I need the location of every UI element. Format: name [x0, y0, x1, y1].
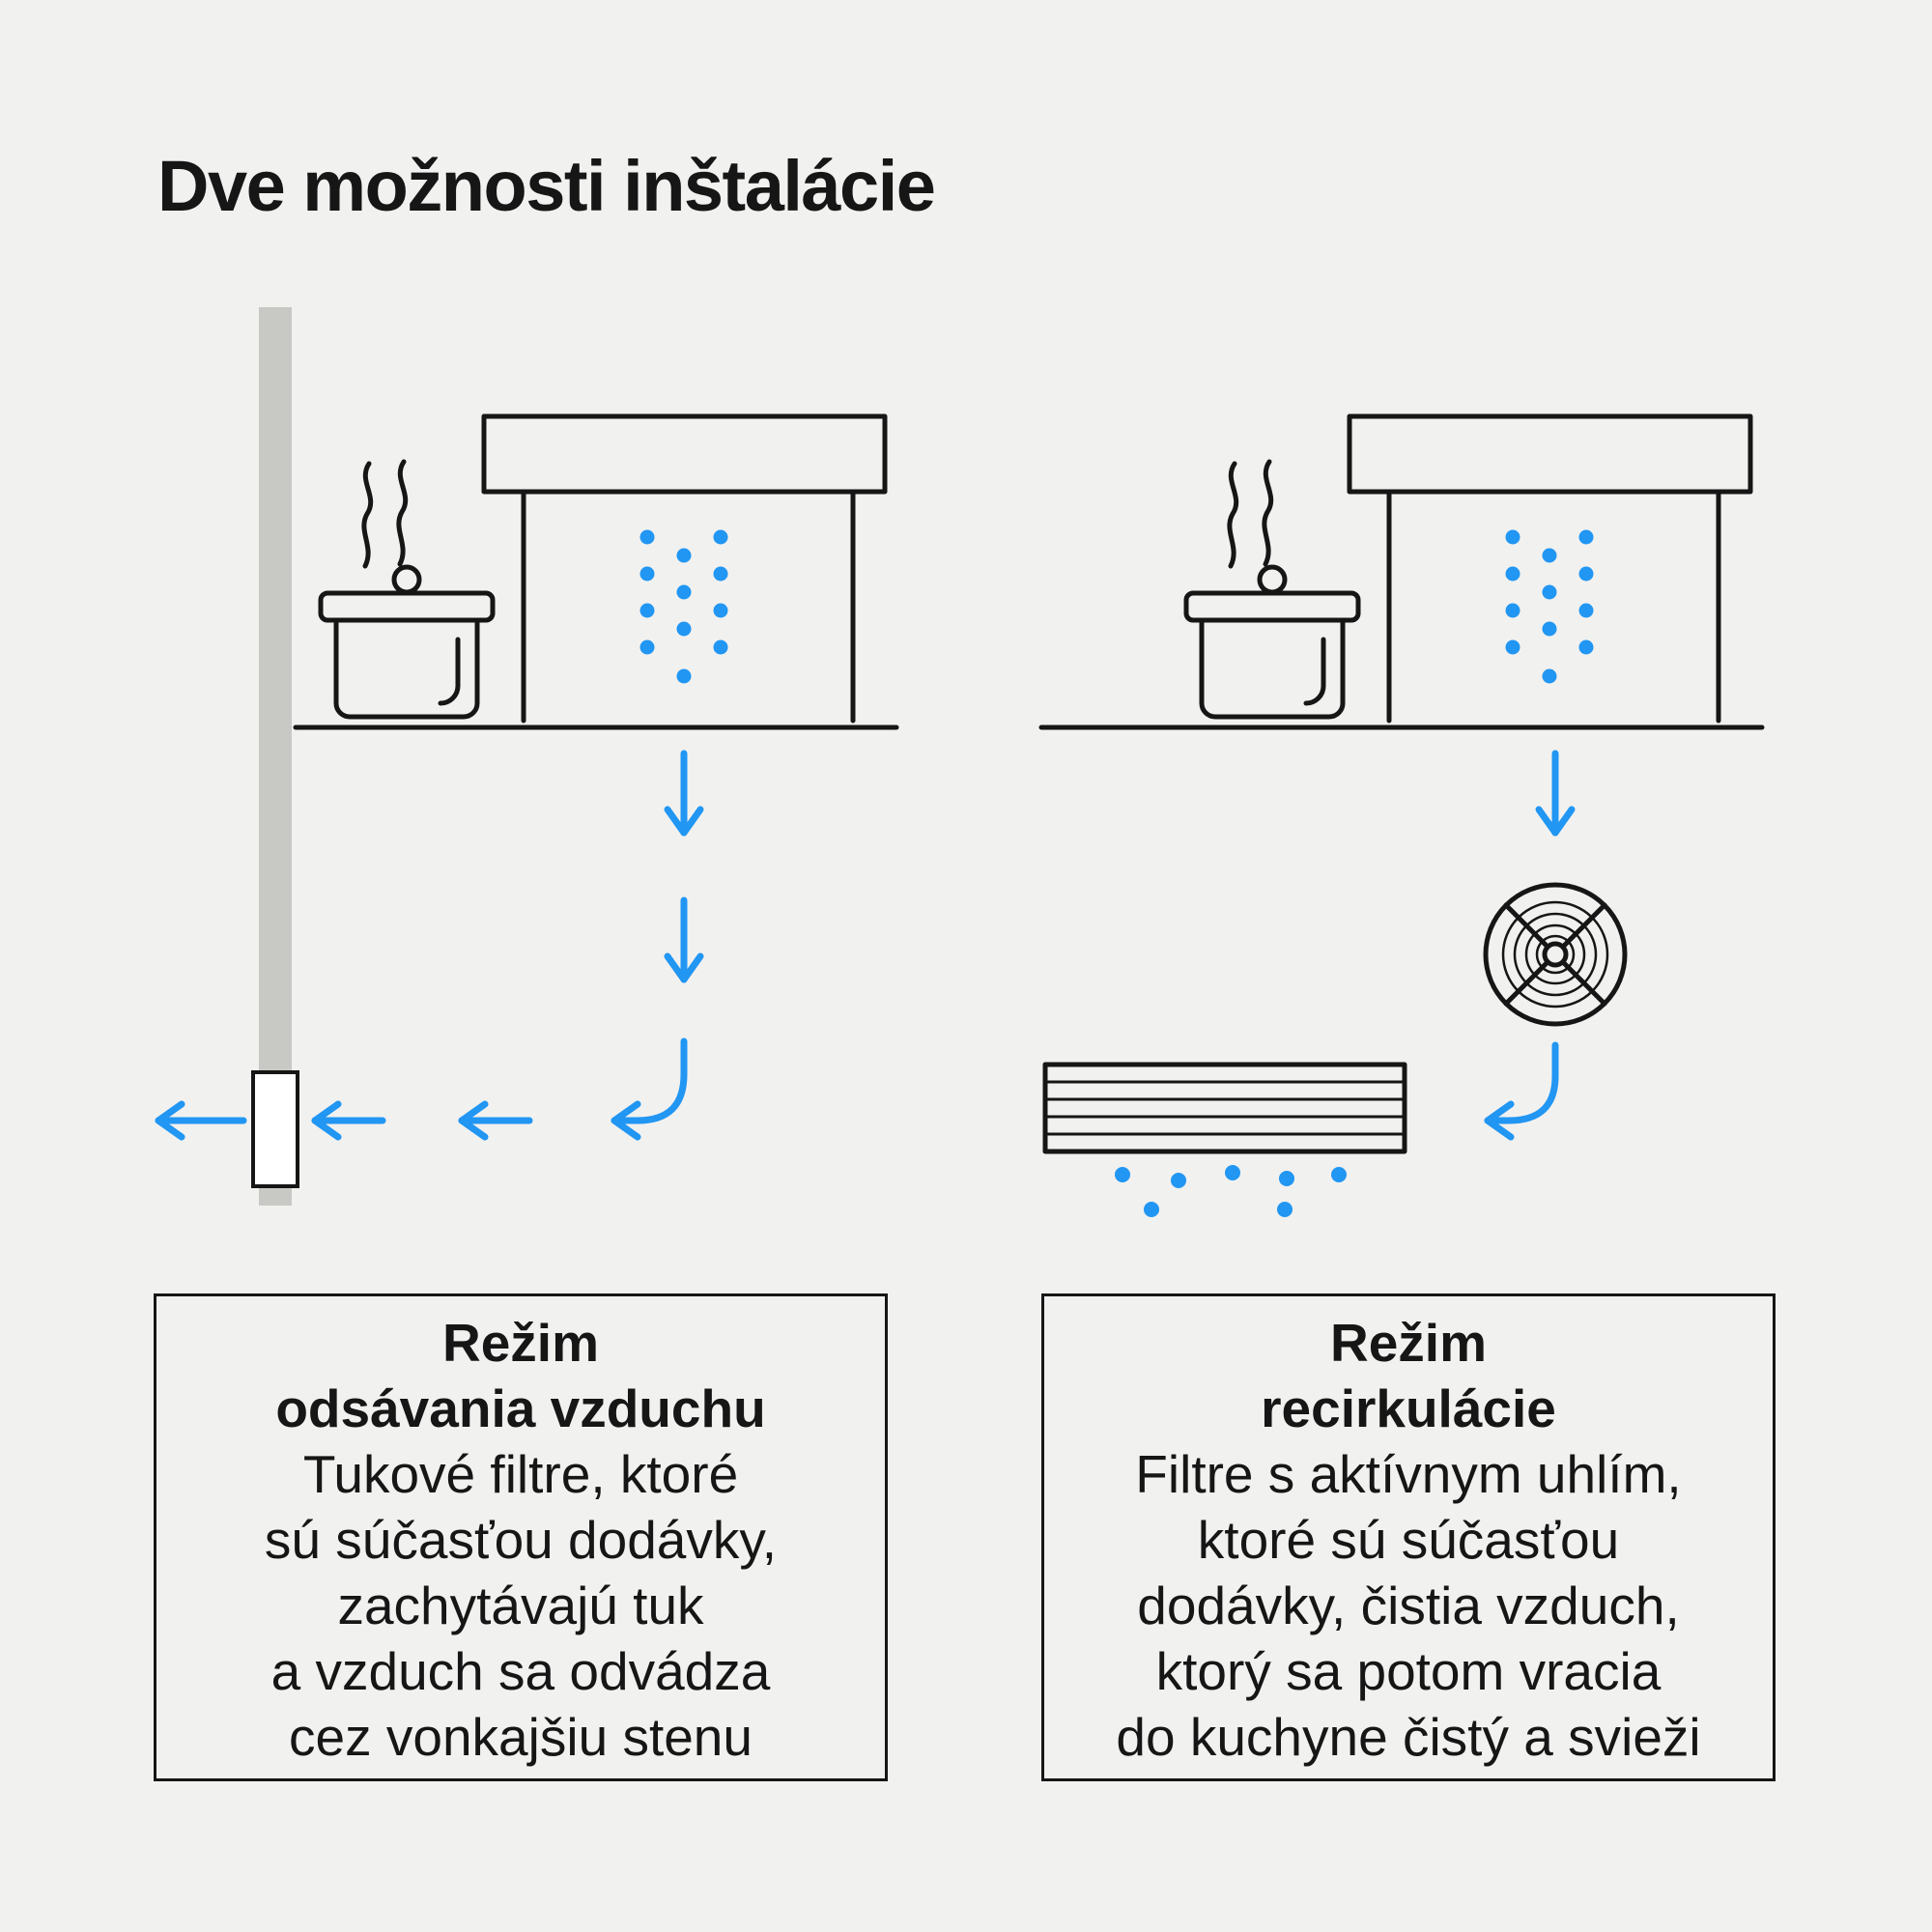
extraction-diagram	[155, 307, 899, 1206]
extraction-body-line: zachytávajú tuk	[337, 1576, 704, 1635]
recirculation-heading-line: recirkulácie	[1261, 1378, 1556, 1438]
extraction-body-line: a vzduch sa odvádza	[270, 1641, 771, 1701]
hood-icon	[1347, 413, 1753, 724]
carbon-filter-icon	[1042, 1062, 1407, 1154]
recirculation-body-line: do kuchyne čistý a svieži	[1116, 1707, 1701, 1767]
wall-duct-pipe	[259, 307, 292, 1206]
extraction-caption-box: Režim odsávania vzduchu Tukové filtre, k…	[154, 1293, 888, 1781]
clean-air-dots	[1115, 1165, 1347, 1217]
steam-icon	[1227, 459, 1274, 569]
recirculation-caption-box: Režim recirkulácie Filtre s aktívnym uhl…	[1041, 1293, 1776, 1781]
recirculation-body-line: ktorý sa potom vracia	[1155, 1641, 1662, 1701]
fan-icon	[1483, 882, 1628, 1027]
extraction-body-line: sú súčasťou dodávky,	[264, 1510, 778, 1570]
recirculation-body-line: Filtre s aktívnym uhlím,	[1135, 1444, 1682, 1504]
pot-icon	[1183, 564, 1361, 720]
pot-body	[333, 617, 480, 720]
recirculation-body-line: ktoré sú súčasťou	[1197, 1510, 1620, 1570]
extraction-body-line: Tukové filtre, ktoré	[302, 1444, 739, 1504]
arrow-curve-left-icon	[1484, 1041, 1559, 1141]
pot-rim	[318, 590, 496, 623]
arrow-curve-left-icon	[611, 1037, 688, 1141]
page-title: Dve možnosti inštalácie	[157, 146, 936, 226]
wall-duct-outlet	[251, 1070, 299, 1188]
extraction-heading-line: odsávania vzduchu	[275, 1378, 766, 1438]
recirculation-heading-line: Režim	[1330, 1313, 1487, 1373]
pot-icon	[318, 564, 496, 720]
hood-canopy	[481, 413, 888, 495]
hood-icon	[481, 413, 888, 724]
airflow-dots	[1505, 529, 1594, 684]
recirculation-diagram	[1038, 413, 1765, 1217]
steam-icon	[361, 459, 409, 569]
recirculation-body-line: dodávky, čistia vzduch,	[1137, 1576, 1680, 1635]
pot-and-hood	[1183, 413, 1753, 724]
extraction-heading-line: Režim	[442, 1313, 599, 1373]
pot-knob	[391, 564, 422, 595]
extraction-body-line: cez vonkajšiu stenu	[289, 1707, 753, 1767]
pot-handle	[438, 637, 461, 706]
airflow-dots	[639, 529, 728, 684]
